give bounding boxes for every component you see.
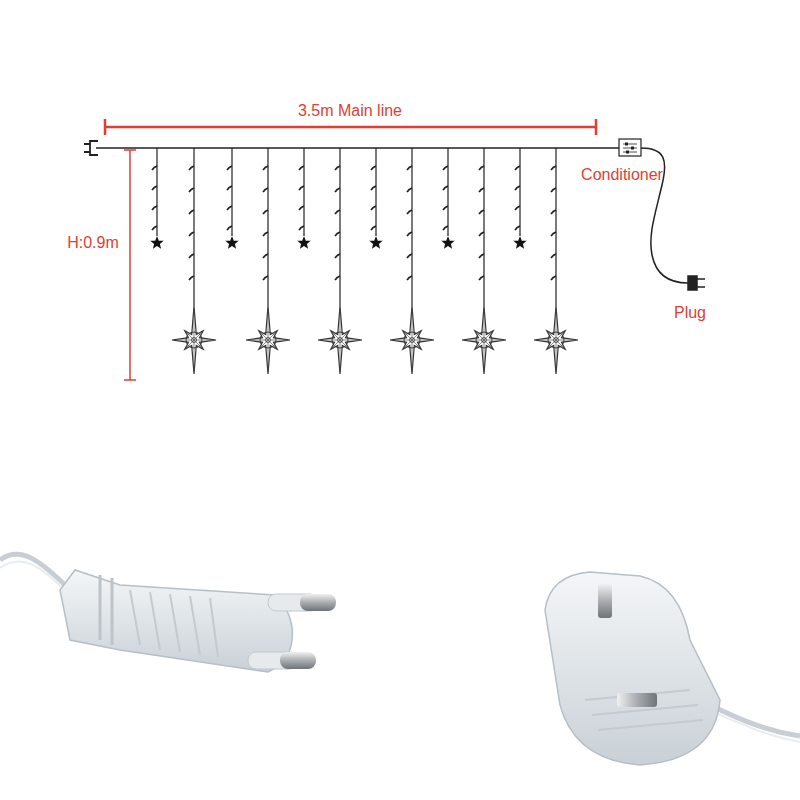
dimension-label: H:0.9m — [67, 234, 119, 252]
part-label: Plug — [674, 304, 706, 322]
main-line — [84, 139, 705, 290]
dimension-label: 3.5m Main line — [298, 102, 402, 120]
male-plug-photo — [0, 554, 336, 672]
female-connector-photo — [545, 572, 800, 765]
dimension-lines — [105, 119, 596, 380]
light-strands — [150, 148, 578, 374]
part-label: Conditioner — [581, 166, 663, 184]
